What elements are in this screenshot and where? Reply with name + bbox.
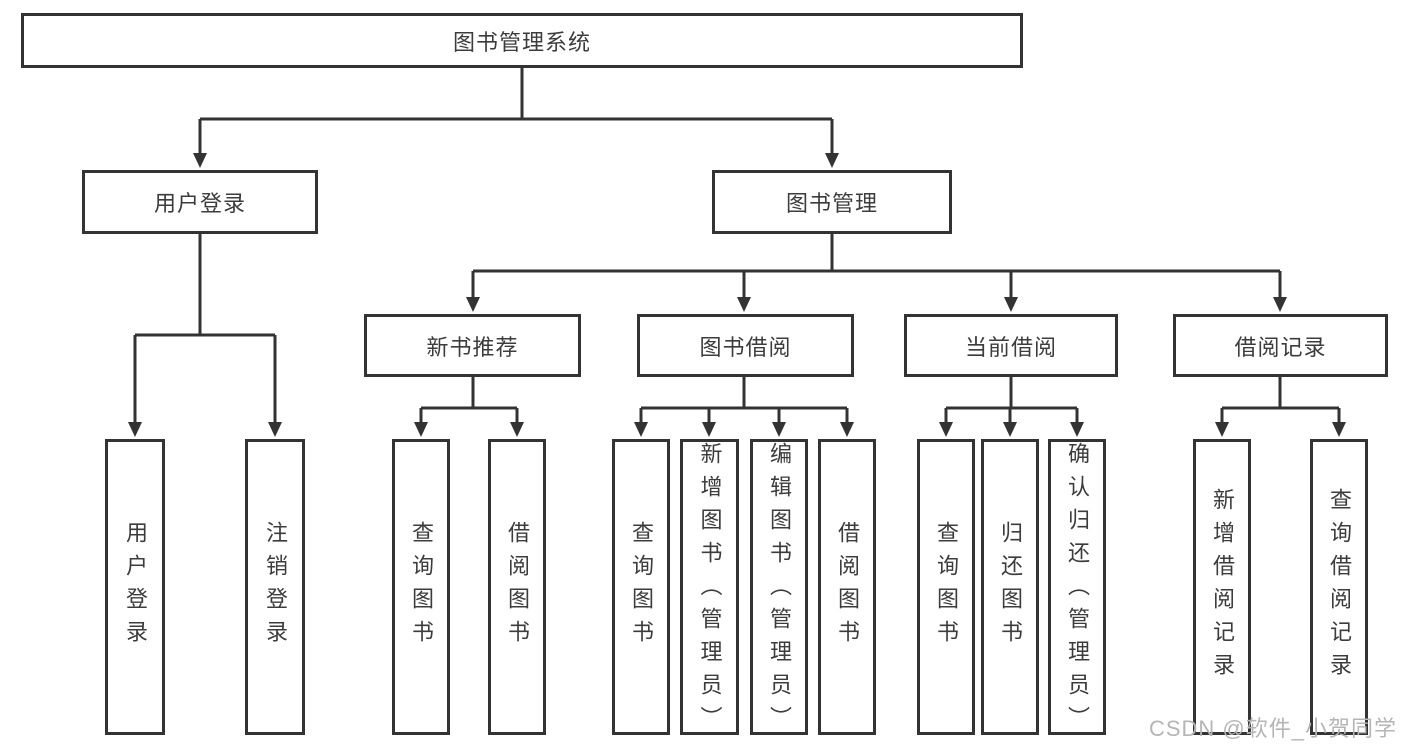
connector-current-borrow — [939, 377, 1084, 437]
node-book-borrow-label: 图书借阅 — [699, 334, 792, 360]
leaf-add-borrow-record: 新增借阅记录 — [1193, 439, 1251, 735]
node-book-management-label: 图书管理 — [785, 191, 878, 216]
leaf-logout-label: 注销登录 — [263, 521, 288, 653]
leaf-add-borrow-record-label: 新增借阅记录 — [1210, 488, 1235, 686]
node-current-borrow: 当前借阅 — [904, 314, 1118, 377]
node-root: 图书管理系统 — [21, 13, 1023, 68]
connector-book-borrow — [634, 377, 854, 437]
leaf-logout: 注销登录 — [245, 439, 305, 735]
leaf-confirm-return-admin: 确认归还（管理员） — [1048, 439, 1106, 739]
node-book-management: 图书管理 — [712, 170, 952, 234]
leaf-borrow-query-books: 查询图书 — [612, 439, 670, 735]
leaf-borrow-books-label: 借阅图书 — [835, 521, 860, 653]
node-new-book-recommend: 新书推荐 — [364, 314, 581, 377]
leaf-current-query-books: 查询图书 — [917, 439, 975, 735]
leaf-edit-books-admin-label: 编辑图书（管理员） — [767, 442, 792, 739]
node-root-label: 图书管理系统 — [452, 29, 591, 55]
node-borrow-records-label: 借阅记录 — [1234, 334, 1327, 360]
leaf-recommend-query-books-label: 查询图书 — [409, 521, 434, 653]
node-user-login: 用户登录 — [82, 170, 318, 234]
leaf-borrow-books: 借阅图书 — [818, 439, 876, 735]
leaf-add-books-admin: 新增图书（管理员） — [680, 439, 739, 739]
leaf-return-books-label: 归还图书 — [998, 521, 1023, 653]
leaf-recommend-borrow-books: 借阅图书 — [488, 439, 546, 735]
leaf-recommend-query-books: 查询图书 — [392, 439, 450, 735]
leaf-confirm-return-admin-label: 确认归还（管理员） — [1065, 442, 1090, 739]
node-current-borrow-label: 当前借阅 — [964, 334, 1057, 360]
connector-borrow-records — [1215, 377, 1346, 437]
node-new-book-recommend-label: 新书推荐 — [426, 334, 519, 360]
leaf-query-borrow-record: 查询借阅记录 — [1310, 439, 1368, 735]
node-borrow-records: 借阅记录 — [1173, 314, 1388, 377]
leaf-borrow-query-books-label: 查询图书 — [629, 521, 654, 653]
leaf-add-books-admin-label: 新增图书（管理员） — [697, 442, 723, 739]
leaf-current-query-books-label: 查询图书 — [934, 521, 959, 653]
connector-user-login — [128, 234, 282, 437]
leaf-user-login-label: 用户登录 — [123, 521, 148, 653]
node-user-login-label: 用户登录 — [153, 191, 246, 216]
connector-book-management — [466, 234, 1287, 312]
leaf-return-books: 归还图书 — [981, 439, 1039, 735]
leaf-recommend-borrow-books-label: 借阅图书 — [505, 521, 530, 653]
connector-new-book-recommend — [414, 377, 524, 437]
leaf-edit-books-admin: 编辑图书（管理员） — [750, 439, 808, 739]
leaf-query-borrow-record-label: 查询借阅记录 — [1327, 488, 1352, 686]
leaf-user-login: 用户登录 — [105, 439, 165, 735]
node-book-borrow: 图书借阅 — [637, 314, 854, 377]
connector-root — [193, 68, 839, 168]
